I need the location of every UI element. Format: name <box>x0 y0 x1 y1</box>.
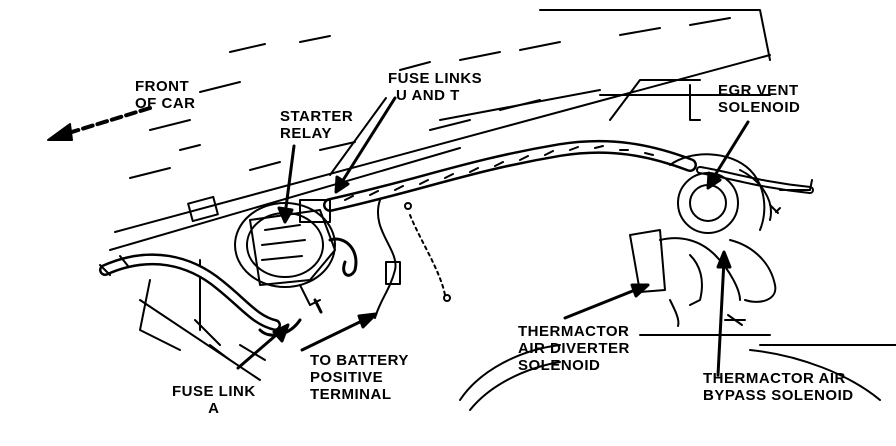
label-thermactor-air-bypass-solenoid: THERMACTOR AIR BYPASS SOLENOID <box>703 370 854 404</box>
label-to-battery-positive-terminal: TO BATTERY POSITIVE TERMINAL <box>310 352 409 403</box>
label-egr-vent-solenoid: EGR VENT SOLENOID <box>718 82 801 116</box>
front-of-car-arrow <box>47 106 152 141</box>
label-starter-relay: STARTER RELAY <box>280 108 354 142</box>
label-front-of-car: FRONT OF CAR <box>135 78 196 112</box>
fender-curves <box>194 319 896 411</box>
label-thermactor-air-diverter-solenoid: THERMACTOR AIR DIVERTER SOLENOID <box>518 323 630 374</box>
label-fuse-links-u-and-t: FUSE LINKS U AND T <box>388 70 483 104</box>
label-fuse-link-a: FUSE LINK A <box>172 383 256 417</box>
battery-lead-wire <box>374 199 451 319</box>
fender-outline <box>109 9 771 381</box>
panel-hatching <box>129 17 731 179</box>
leader-arrows <box>236 96 750 377</box>
starter-relay-body <box>187 195 358 314</box>
